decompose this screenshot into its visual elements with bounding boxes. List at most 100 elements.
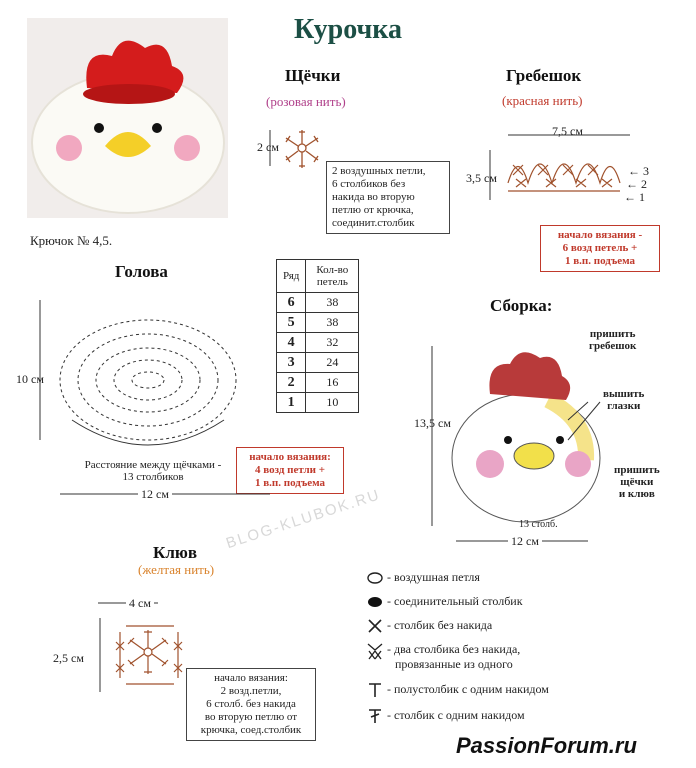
double-crochet-icon bbox=[369, 709, 381, 724]
head-start-note: начало вязания: 4 возд петли + 1 в.п. по… bbox=[236, 447, 344, 494]
cheek-distance-line: 13 столбиков bbox=[122, 471, 184, 483]
legend-item: - полустолбик с одним накидом bbox=[366, 682, 549, 698]
beak-height: 2,5 см bbox=[53, 651, 84, 665]
head-start-line: 1 в.п. подъема bbox=[254, 477, 326, 489]
row-count: 24 bbox=[305, 352, 360, 373]
row-count: 38 bbox=[305, 312, 360, 333]
hook-size: Крючок № 4,5. bbox=[30, 233, 113, 248]
assembly-drawing bbox=[431, 346, 601, 526]
head-start-line: 4 возд петли + bbox=[254, 464, 326, 476]
cheeks-note: 2 воздушных петли, 6 столбиков без накид… bbox=[326, 161, 450, 234]
head-width: 12 см bbox=[138, 487, 172, 502]
beak-yarn: (желтая нить) bbox=[138, 562, 215, 577]
row-count: 16 bbox=[305, 372, 360, 393]
legend-text: - столбик без накида bbox=[387, 618, 493, 632]
cheeks-note-line: соединит.столбик bbox=[332, 217, 415, 229]
legend-item: - соединительный столбик bbox=[366, 594, 523, 610]
legend-item: - столбик с одним накидом bbox=[366, 708, 525, 724]
row-count: 38 bbox=[305, 292, 360, 313]
row-count: 32 bbox=[305, 332, 360, 353]
beak-title: Клюв bbox=[153, 543, 198, 562]
legend-text: - столбик с одним накидом bbox=[387, 708, 525, 722]
assembly-label-line: вышить bbox=[603, 388, 645, 400]
assembly-label-eyes: вышить глазки bbox=[603, 388, 644, 412]
comb-yarn: (красная нить) bbox=[502, 93, 583, 108]
comb-chart bbox=[489, 134, 630, 200]
comb-title: Гребешок bbox=[506, 66, 582, 85]
head-title: Голова bbox=[115, 262, 168, 281]
assembly-label-comb: пришить гребешок bbox=[589, 328, 636, 352]
row-number: 5 bbox=[275, 312, 307, 333]
rows-header-count: Кол-во петель bbox=[305, 259, 360, 293]
rows-header-row: Ряд bbox=[275, 259, 307, 293]
beak-note: начало вязания: 2 возд.петли, 6 столб. б… bbox=[186, 668, 316, 741]
chain-stitch-icon bbox=[367, 572, 383, 584]
legend-text-block: - два столбика без накида, провязанные и… bbox=[387, 642, 520, 672]
head-chart bbox=[39, 300, 237, 446]
row-number: 4 bbox=[275, 332, 307, 353]
comb-start-note: начало вязания - 6 возд петель + 1 в.п. … bbox=[540, 225, 660, 272]
assembly-label-line: и клюв bbox=[618, 488, 655, 500]
page-title: Курочка bbox=[294, 14, 402, 45]
beak-note-line: 6 столб. без накида bbox=[206, 698, 296, 710]
assembly-label-line: гребешок bbox=[589, 340, 637, 352]
assembly-label-line: глазки bbox=[607, 400, 641, 412]
row-number: 3 bbox=[275, 352, 307, 373]
legend-item: - столбик без накида bbox=[366, 618, 492, 634]
assembly-label-line: пришить bbox=[614, 464, 660, 476]
legend-text: провязанные из одного bbox=[395, 657, 513, 671]
cheeks-note-line: накида во вторую bbox=[332, 191, 415, 203]
assembly-title: Сборка: bbox=[490, 296, 553, 315]
comb-row-3: ← 3 bbox=[628, 164, 649, 178]
beak-note-line: 2 возд.петли, bbox=[220, 685, 282, 697]
comb-start-line: начало вязания - bbox=[557, 229, 643, 241]
beak-width: 4 см bbox=[126, 596, 154, 611]
assembly-width: 12 см bbox=[508, 534, 542, 549]
comb-start-line: 6 возд петель + bbox=[562, 242, 638, 254]
single-crochet-icon bbox=[368, 619, 382, 633]
legend-text: - два столбика без накида, bbox=[387, 642, 521, 656]
beak-note-line: начало вязания: bbox=[214, 672, 288, 684]
assembly-label-cheeks: пришить щёчки и клюв bbox=[614, 464, 660, 500]
row-number: 2 bbox=[275, 372, 307, 393]
beak-note-line: крючка, соед.столбик bbox=[200, 724, 302, 736]
comb-start-line: 1 в.п. подъема bbox=[564, 255, 636, 267]
cheeks-note-line: петлю от крючка, bbox=[332, 204, 414, 216]
two-single-crochet-icon bbox=[367, 643, 383, 660]
slip-stitch-icon bbox=[368, 597, 382, 608]
cheeks-note-line: 6 столбиков без bbox=[332, 178, 406, 190]
chicken-photo-drawing bbox=[31, 40, 225, 214]
legend-text: - воздушная петля bbox=[387, 570, 480, 584]
cheeks-note-line: 2 воздушных петли, bbox=[332, 165, 426, 177]
beak-chart bbox=[99, 618, 183, 692]
cheeks-title: Щёчки bbox=[285, 66, 341, 85]
legend-text: - соединительный столбик bbox=[387, 594, 523, 608]
head-height: 10 см bbox=[16, 372, 44, 386]
half-double-crochet-icon bbox=[369, 683, 381, 698]
row-count: 10 bbox=[305, 392, 360, 413]
assembly-label-line: пришить bbox=[589, 328, 636, 340]
legend-text: - полустолбик с одним накидом bbox=[387, 682, 549, 696]
cheeks-chart bbox=[269, 130, 319, 168]
assembly-label-line: щёчки bbox=[620, 476, 654, 488]
comb-row-2: ← 2 bbox=[626, 177, 647, 191]
beak-note-line: во вторую петлю от bbox=[204, 711, 298, 723]
row-number: 1 bbox=[275, 392, 307, 413]
row-number: 6 bbox=[275, 292, 307, 313]
comb-row-label: 3 bbox=[643, 164, 649, 178]
assembly-stitches: 13 столб. bbox=[519, 519, 558, 530]
legend-item: - воздушная петля bbox=[366, 570, 480, 586]
cheek-distance-line: Расстояние между щёчками - bbox=[84, 459, 222, 471]
head-start-line: начало вязания: bbox=[249, 451, 331, 463]
comb-row-label: 2 bbox=[641, 177, 647, 191]
chicken-photo bbox=[27, 18, 228, 218]
comb-height: 3,5 см bbox=[466, 171, 497, 185]
legend-item: - два столбика без накида, провязанные и… bbox=[366, 642, 520, 672]
cheeks-yarn: (розовая нить) bbox=[266, 94, 346, 109]
comb-row-1: ← 1 bbox=[624, 190, 645, 204]
beak-width-line bbox=[98, 602, 158, 604]
cheeks-size: 2 см bbox=[257, 140, 279, 154]
site-watermark: PassionForum.ru bbox=[456, 733, 637, 758]
comb-row-label: 1 bbox=[639, 190, 645, 204]
